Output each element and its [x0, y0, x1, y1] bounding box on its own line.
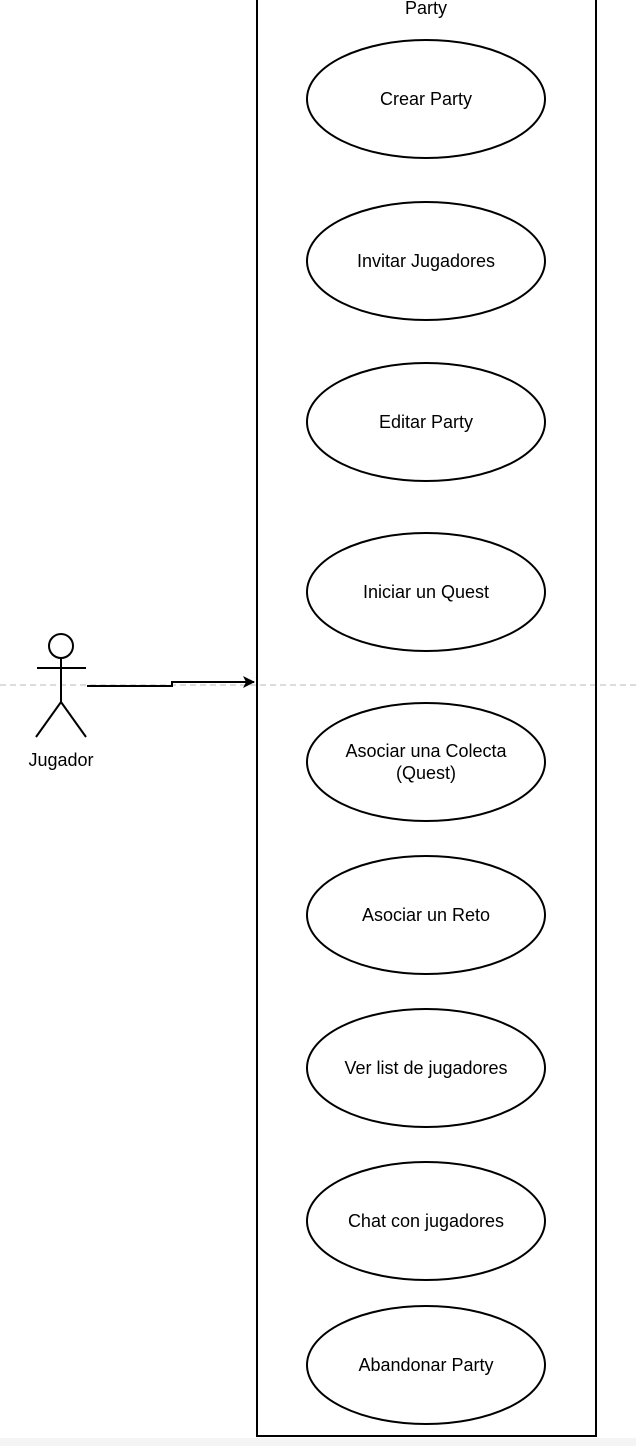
- use-case-ellipse[interactable]: [306, 362, 546, 482]
- use-case[interactable]: Crear Party: [306, 39, 546, 159]
- use-case-ellipse[interactable]: [306, 702, 546, 822]
- use-case[interactable]: Asociar un Reto: [306, 855, 546, 975]
- use-case-label: Chat con jugadores: [348, 1211, 504, 1231]
- use-case-ellipse[interactable]: [306, 855, 546, 975]
- use-case-label: Abandonar Party: [358, 1355, 493, 1375]
- use-case-ellipse[interactable]: [306, 532, 546, 652]
- actor-left-leg: [35, 701, 62, 738]
- use-case[interactable]: Iniciar un Quest: [306, 532, 546, 652]
- use-case[interactable]: Asociar una Colecta(Quest): [306, 702, 546, 822]
- use-case-ellipse[interactable]: [306, 1305, 546, 1425]
- use-case-ellipse[interactable]: [306, 1161, 546, 1281]
- use-case-ellipse[interactable]: [306, 201, 546, 321]
- actor-jugador[interactable]: Jugador: [28, 633, 94, 770]
- use-case-label: (Quest): [396, 763, 456, 783]
- use-case-label: Asociar una Colecta: [345, 741, 507, 761]
- use-case[interactable]: Abandonar Party: [306, 1305, 546, 1425]
- actor-name: Jugador: [28, 750, 93, 770]
- association-arrow[interactable]: [87, 676, 255, 688]
- use-case[interactable]: Ver list de jugadores: [306, 1008, 546, 1128]
- use-case-label: Asociar un Reto: [362, 905, 490, 925]
- system-boundary[interactable]: Party: [256, 0, 597, 1437]
- use-case-label: Editar Party: [379, 412, 473, 432]
- system-boundary-title: Party: [405, 0, 447, 18]
- system-boundary-frame[interactable]: [256, 0, 597, 1437]
- use-case-ellipse[interactable]: [306, 1008, 546, 1128]
- use-case[interactable]: Chat con jugadores: [306, 1161, 546, 1281]
- use-case-label: Ver list de jugadores: [344, 1058, 507, 1078]
- use-case-label: Crear Party: [380, 89, 472, 109]
- use-case-ellipse[interactable]: [306, 39, 546, 159]
- use-case[interactable]: Invitar Jugadores: [306, 201, 546, 321]
- use-case[interactable]: Editar Party: [306, 362, 546, 482]
- actor-head: [48, 633, 74, 659]
- canvas-bottom-strip: [0, 1438, 636, 1446]
- use-case-label: Iniciar un Quest: [363, 582, 489, 602]
- use-case-label: Invitar Jugadores: [357, 251, 495, 271]
- actor-right-leg: [60, 701, 87, 738]
